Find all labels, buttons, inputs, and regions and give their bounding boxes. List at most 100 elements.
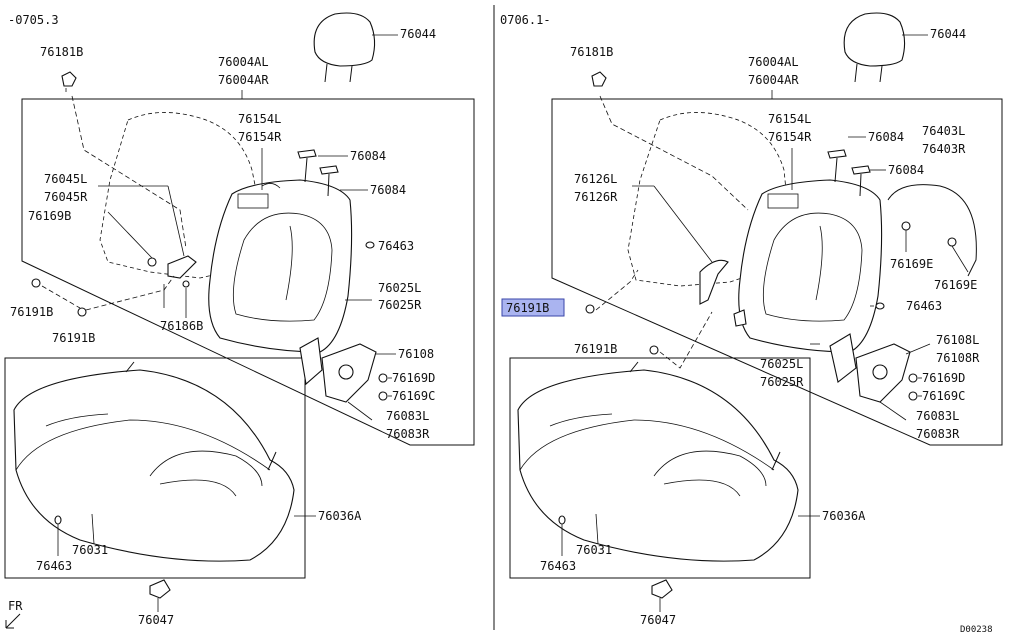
bolt-76191b-1 <box>31 278 41 288</box>
label-76463: 76463 <box>378 239 414 253</box>
label-76154r: 76154R <box>238 130 282 144</box>
label-76169d: 76169D <box>392 371 435 385</box>
seatback-group-frame <box>21 98 475 446</box>
bolt-76191b-highlight <box>585 304 595 314</box>
label-76403l: 76403L <box>922 124 965 138</box>
label-76025l: 76025L <box>378 281 421 295</box>
recliner-76108 <box>829 333 918 403</box>
clip-76463-cushion <box>558 515 566 525</box>
clip-76169e-1 <box>901 221 911 231</box>
latch-76126 <box>699 259 729 305</box>
leaders-left <box>41 88 396 421</box>
bolt-76084-lower <box>851 165 886 197</box>
clip-76463 <box>365 241 375 249</box>
label-76169b: 76169B <box>28 209 71 223</box>
label-76169c: 76169C <box>392 389 435 403</box>
period-label: -0705.3 <box>8 13 59 27</box>
seatback-frame <box>208 179 353 353</box>
clip-76463-cushion <box>54 515 62 525</box>
headrest <box>843 12 928 83</box>
label-76025l: 76025L <box>760 357 803 371</box>
label-76031: 76031 <box>576 543 612 557</box>
hinge-76045 <box>167 255 197 279</box>
diagram-code: D00238 <box>960 625 993 635</box>
seat-cushion <box>517 361 820 562</box>
bolt-76169d <box>908 373 918 383</box>
label-76169e-2: 76169E <box>934 278 977 292</box>
label-76463: 76463 <box>906 299 942 313</box>
label-76045l: 76045L <box>44 172 87 186</box>
nut-76181b <box>61 71 77 87</box>
headrest <box>313 12 398 83</box>
bolt-76169d <box>378 373 388 383</box>
bolt-76191b-lower <box>649 345 659 355</box>
bolt-76084-upper <box>827 136 866 183</box>
svg-text:FR: FR <box>8 599 23 613</box>
bolt-76169c <box>908 391 918 401</box>
label-76154l: 76154L <box>238 112 281 126</box>
clip-76186b <box>182 280 190 288</box>
bracket-lower <box>733 309 747 327</box>
cushion-group-frame <box>4 357 306 579</box>
bolt-76191b-2 <box>77 307 87 317</box>
label-76004al: 76004AL <box>218 55 269 69</box>
label-76463-cushion: 76463 <box>540 559 576 573</box>
label-76463-cushion: 76463 <box>36 559 72 573</box>
clip-76463 <box>875 302 885 310</box>
label-76191b-highlight[interactable]: 76191B <box>506 301 549 315</box>
label-76083l: 76083L <box>386 409 429 423</box>
label-76045r: 76045R <box>44 190 88 204</box>
label-76084-1: 76084 <box>350 149 386 163</box>
recliner-76108 <box>299 337 388 403</box>
label-76047: 76047 <box>640 613 676 627</box>
label-76044: 76044 <box>930 27 966 41</box>
label-76154l: 76154L <box>768 112 811 126</box>
label-76126r: 76126R <box>574 190 618 204</box>
cushion-group-frame <box>509 357 811 579</box>
panel-left: -0705.3 <box>4 12 475 629</box>
label-76169d: 76169D <box>922 371 965 385</box>
hook-76047 <box>651 579 673 599</box>
label-76004ar: 76004AR <box>748 73 799 87</box>
label-76004ar: 76004AR <box>218 73 269 87</box>
label-76036a: 76036A <box>318 509 362 523</box>
seatback-rear-panel <box>99 112 257 279</box>
label-76181b: 76181B <box>570 45 613 59</box>
hook-76047 <box>149 579 171 599</box>
label-76108: 76108 <box>398 347 434 361</box>
label-76083r: 76083R <box>386 427 430 441</box>
bolt-76084-lower <box>319 165 368 197</box>
label-76084-1: 76084 <box>868 130 904 144</box>
panel-right: 0706.1- <box>500 12 1003 627</box>
seat-cushion <box>13 361 316 562</box>
label-76191b-2: 76191B <box>52 331 95 345</box>
front-marker: FR <box>5 599 23 629</box>
label-76025r: 76025R <box>378 298 422 312</box>
label-76083r: 76083R <box>916 427 960 441</box>
cable-76403 <box>887 184 977 277</box>
label-76169c: 76169C <box>922 389 965 403</box>
label-76036a: 76036A <box>822 509 866 523</box>
label-76108l: 76108L <box>936 333 979 347</box>
label-76047: 76047 <box>138 613 174 627</box>
label-76181b: 76181B <box>40 45 83 59</box>
bolt-76084-upper <box>297 149 348 183</box>
clip-76169e-2 <box>947 237 957 247</box>
leaders-right <box>595 90 969 421</box>
label-76084-2: 76084 <box>370 183 406 197</box>
seatback-group-frame <box>551 98 1003 446</box>
highlight-76191b[interactable] <box>501 298 565 317</box>
bolt-76169c <box>378 391 388 401</box>
nut-76169b <box>147 257 157 267</box>
label-76126l: 76126L <box>574 172 617 186</box>
label-76169e-1: 76169E <box>890 257 933 271</box>
label-76403r: 76403R <box>922 142 966 156</box>
label-76083l: 76083L <box>916 409 959 423</box>
label-76186b: 76186B <box>160 319 203 333</box>
seatback-frame <box>738 179 883 353</box>
label-76191b-2: 76191B <box>574 342 617 356</box>
label-76031: 76031 <box>72 543 108 557</box>
label-76025r: 76025R <box>760 375 804 389</box>
period-label: 0706.1- <box>500 13 551 27</box>
